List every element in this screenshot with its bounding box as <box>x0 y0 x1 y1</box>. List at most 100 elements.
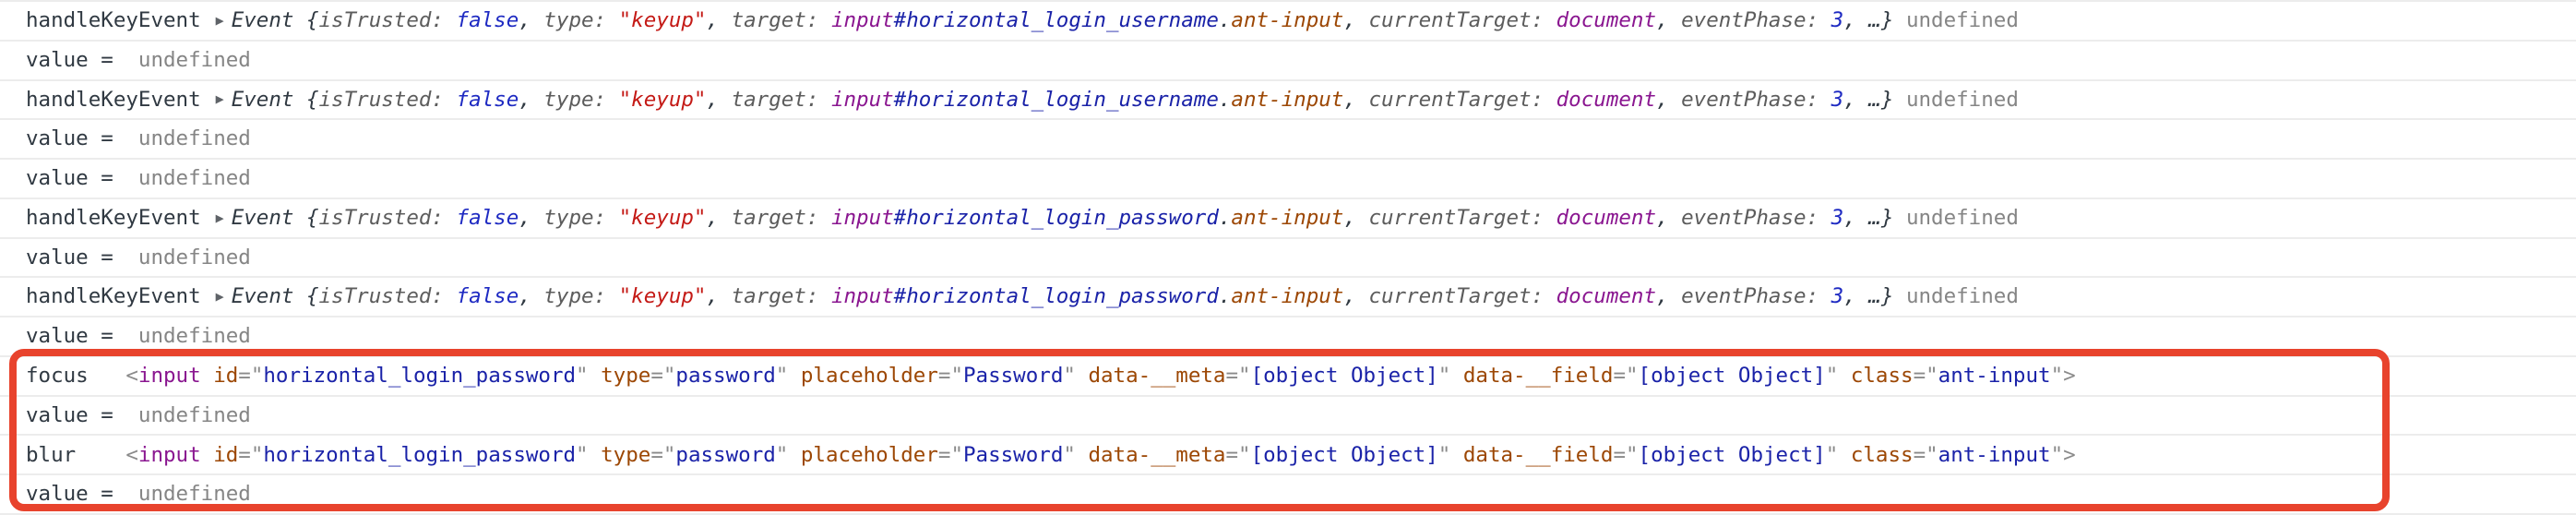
log-token-node-i: document <box>1556 87 1657 112</box>
log-token-plain: focus <box>26 364 126 389</box>
disclosure-triangle-icon[interactable]: ▶ <box>215 11 224 29</box>
log-token-dark-i: Event <box>231 205 306 230</box>
log-token-prop-i: target: <box>731 284 831 309</box>
log-token-dark-i: { <box>305 8 319 33</box>
log-token-punct: " <box>1063 442 1076 467</box>
log-token-cls-i: ant-input <box>1231 87 1344 112</box>
log-token-dark-i: , <box>519 284 544 309</box>
console-message-keyup-username: handleKeyEvent▶Event {isTrusted: false, … <box>0 2 2576 42</box>
log-token-prop-i: isTrusted: <box>318 87 457 112</box>
log-token-val: [object Object] <box>1638 364 1826 389</box>
log-token-plain <box>201 445 214 466</box>
log-token-plain <box>788 365 801 387</box>
log-token-punct: " <box>775 442 789 467</box>
log-token-punct: =" <box>1225 442 1251 467</box>
log-token-punct: =" <box>1613 364 1639 389</box>
disclosure-triangle-icon[interactable]: ▶ <box>215 209 224 226</box>
console-message-value: value = undefined <box>0 42 2576 81</box>
log-token-dark-i: , <box>1656 8 1682 33</box>
log-token-dark-i: Event <box>231 87 306 112</box>
log-token-punct: " <box>1063 364 1076 389</box>
log-token-prop-i: target: <box>731 8 831 33</box>
log-token-val: Password <box>963 364 1064 389</box>
log-token-id-i: #horizontal_login_username <box>893 8 1219 33</box>
log-token-attr: data-__meta <box>1088 442 1226 467</box>
log-token-dark-i: , …} <box>1843 8 1906 33</box>
log-token-punct: =" <box>238 442 264 467</box>
log-token-plain: blur <box>26 442 126 467</box>
log-token-muted: undefined <box>1905 8 2019 33</box>
console-message-focus: focus <input id="horizontal_login_passwo… <box>0 357 2576 397</box>
log-token-prop-i: type: <box>543 8 619 33</box>
log-token-tag-i: input <box>830 205 894 230</box>
log-token-punct: " <box>1825 442 1839 467</box>
log-token-muted: undefined <box>137 47 251 72</box>
log-token-dark-i: , <box>519 87 544 112</box>
log-token-muted: undefined <box>137 402 251 427</box>
log-token-prop-i: target: <box>731 87 831 112</box>
log-token-attr: data-__meta <box>1088 364 1226 389</box>
log-token-dark-i: , <box>706 8 732 33</box>
log-token-val: ant-input <box>1938 442 2051 467</box>
log-token-muted: undefined <box>137 126 251 151</box>
log-token-punct: " <box>576 364 589 389</box>
log-token-bool-i: false <box>456 8 519 33</box>
log-token-attr: placeholder <box>800 442 938 467</box>
log-token-dark-i: , …} <box>1843 284 1906 309</box>
log-token-tag-i: input <box>830 87 894 112</box>
log-token-prop-i: currentTarget: <box>1368 205 1556 230</box>
console-message-keyup-username: handleKeyEvent▶Event {isTrusted: false, … <box>0 81 2576 121</box>
log-token-prop-i: eventPhase: <box>1681 8 1831 33</box>
log-token-bool-i: 3 <box>1831 284 1844 309</box>
log-token-tag-i: input <box>830 8 894 33</box>
log-token-attr: id <box>213 442 239 467</box>
log-token-prop-i: currentTarget: <box>1368 284 1556 309</box>
log-token-dark-i: Event <box>231 8 306 33</box>
log-token-punct: =" <box>1613 442 1639 467</box>
log-token-prop-i: currentTarget: <box>1368 87 1556 112</box>
log-token-id-i: #horizontal_login_password <box>893 284 1219 309</box>
console-message-value: value = undefined <box>0 239 2576 279</box>
log-token-node-i: document <box>1556 8 1657 33</box>
log-token-attr: type <box>601 364 651 389</box>
log-token-punct: =" <box>650 442 676 467</box>
log-token-punct: > <box>2063 364 2076 389</box>
log-token-dark-i: , <box>1656 87 1682 112</box>
log-token-val: password <box>675 364 776 389</box>
log-token-val: [object Object] <box>1638 442 1826 467</box>
log-token-dark-i: . <box>1218 205 1232 230</box>
log-token-str-i: "keyup" <box>618 205 707 230</box>
disclosure-triangle-icon[interactable]: ▶ <box>215 288 224 305</box>
disclosure-triangle-icon[interactable]: ▶ <box>215 90 224 108</box>
log-token-punct: " <box>1437 364 1451 389</box>
log-token-plain <box>201 365 214 387</box>
log-token-punct: =" <box>937 364 963 389</box>
log-token-bool-i: 3 <box>1831 87 1844 112</box>
log-token-attr: class <box>1850 364 1914 389</box>
log-token-dark-i: , <box>519 8 544 33</box>
log-token-punct: =" <box>650 364 676 389</box>
log-token-node-i: document <box>1556 205 1657 230</box>
log-token-punct: " <box>1825 364 1839 389</box>
log-token-plain: value = <box>26 47 138 72</box>
log-token-plain <box>1450 445 1463 466</box>
log-token-attr: placeholder <box>800 364 938 389</box>
log-token-tag: input <box>137 442 201 467</box>
log-token-prop-i: type: <box>543 87 619 112</box>
log-token-bool-i: false <box>456 205 519 230</box>
log-token-bool-i: false <box>456 87 519 112</box>
log-token-dark-i: . <box>1218 8 1232 33</box>
log-token-muted: undefined <box>1905 284 2019 309</box>
log-token-plain: handleKeyEvent <box>26 205 201 230</box>
log-token-plain: handleKeyEvent <box>26 87 201 112</box>
log-token-bool-i: 3 <box>1831 8 1844 33</box>
log-token-dark-i: , <box>706 87 732 112</box>
log-token-muted: undefined <box>1905 205 2019 230</box>
log-token-tag: input <box>137 364 201 389</box>
log-token-punct: =" <box>937 442 963 467</box>
log-token-prop-i: isTrusted: <box>318 205 457 230</box>
log-token-plain: value = <box>26 324 138 349</box>
log-token-dark-i: , …} <box>1843 87 1906 112</box>
console-message-value: value = undefined <box>0 317 2576 357</box>
log-token-dark-i: , <box>1343 284 1369 309</box>
